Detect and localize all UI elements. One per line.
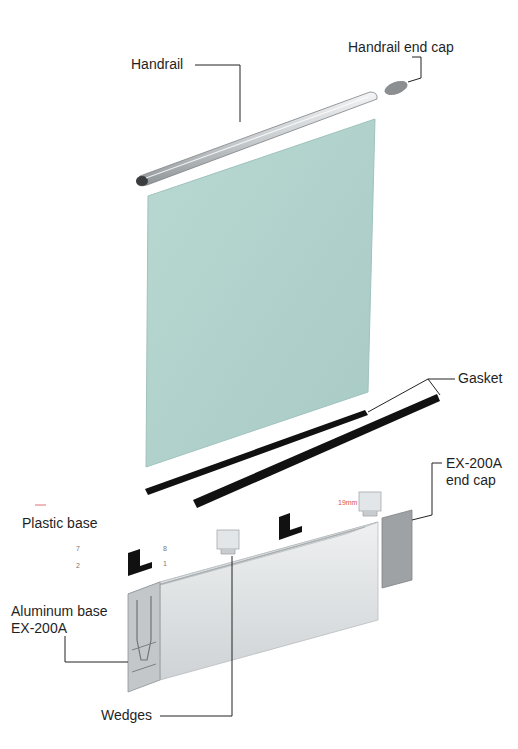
callout-number: 7 <box>76 545 86 553</box>
gasket <box>193 394 440 508</box>
part-label: Handrail end cap <box>348 39 478 56</box>
part-label: Handrail <box>131 56 201 73</box>
part-label: Gasket <box>458 370 518 387</box>
part-label: Aluminum base EX-200A <box>11 603 119 637</box>
dimension-label: 19mm <box>338 499 368 507</box>
glass-panel <box>146 119 375 467</box>
plastic-base <box>128 549 152 576</box>
part-label: EX-200A end cap <box>446 455 516 489</box>
callout-number: 1 <box>163 560 173 568</box>
callout-number: 2 <box>76 562 86 570</box>
callout-number: 8 <box>163 545 173 553</box>
wedge <box>217 530 239 554</box>
wedge <box>359 492 381 516</box>
red-mark <box>35 505 46 506</box>
part-label: Wedges <box>101 707 161 724</box>
plastic-base <box>279 513 302 540</box>
gasket <box>145 410 368 495</box>
part-label: Plastic base <box>22 515 122 532</box>
leader-line <box>65 57 455 716</box>
base-end-cap <box>382 510 412 588</box>
aluminum-base <box>128 522 378 692</box>
handrail-end-cap <box>383 78 410 97</box>
